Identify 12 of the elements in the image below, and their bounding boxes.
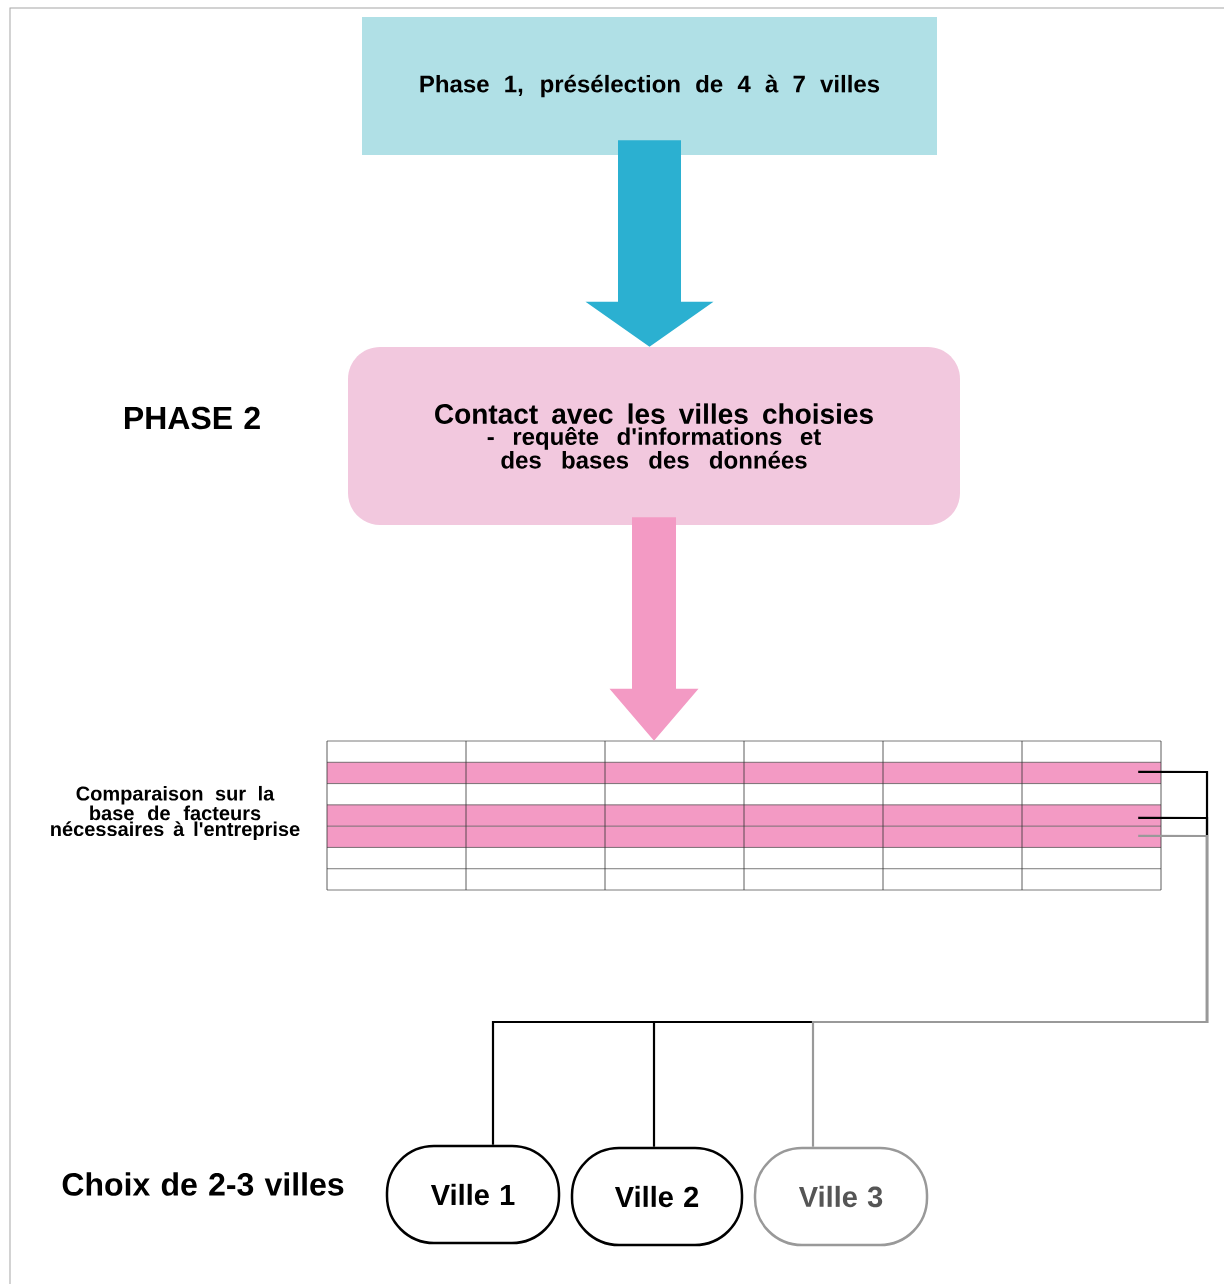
side-label: Choix de 2-3 villes [62,1172,344,1196]
city-box: Ville 3 [753,1146,929,1247]
connector-line [811,834,1209,1147]
comparison-table [326,740,1162,891]
block-arrow [585,140,714,347]
phase-box: Phase 1, présélection de 4 à 7 villes [362,17,937,155]
side-label: PHASE 2 [125,406,260,430]
city-box: Ville 2 [570,1146,744,1247]
block-arrow [609,517,699,741]
city-box: Ville 1 [385,1144,561,1245]
table-caption: Comparaison sur la base de facteurs nécessaires à l'entreprise [51,785,300,841]
contact-box: Contact avec les villes choisies - requête d'informations et des bases des données [348,347,960,525]
